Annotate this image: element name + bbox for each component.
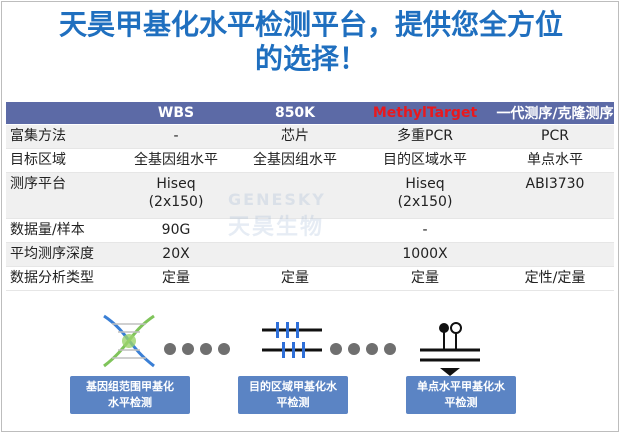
- table-cell: 单点水平: [527, 152, 583, 168]
- table-row: 平均测序深度 20X 1000X: [6, 243, 614, 267]
- table-cell: 1000X: [402, 246, 448, 262]
- table-row: 数据量/样本 90G -: [6, 219, 614, 243]
- table-cell: 定量: [411, 270, 439, 286]
- table-row: 测序平台 Hiseq (2x150) Hiseq (2x150) ABI3730: [6, 173, 614, 219]
- table-cell: 20X: [162, 246, 190, 262]
- flow-dot: [348, 343, 360, 355]
- header-cell-wbs: WBS: [157, 105, 195, 121]
- watermark-en: GENESKY: [228, 190, 326, 209]
- targeted-region-icon: [262, 322, 322, 358]
- table-cell: 芯片: [281, 128, 309, 144]
- table-header: WBS 850K MethylTarget 一代测序/克隆测序: [6, 102, 614, 124]
- table-cell: 90G: [161, 222, 191, 238]
- table-row: 目标区域 全基因组水平 全基因组水平 目的区域水平 单点水平: [6, 149, 614, 173]
- flow-dot: [384, 343, 396, 355]
- workflow-label-site: 单点水平甲基化水平检测: [406, 376, 516, 414]
- table-cell: -: [173, 128, 179, 144]
- table-row: 数据分析类型 定量 定量 定量 定性/定量: [6, 267, 614, 291]
- flow-dots-2: [330, 343, 396, 355]
- flow-dot: [218, 343, 230, 355]
- row-label: 平均测序深度: [10, 246, 94, 262]
- flow-dot: [182, 343, 194, 355]
- row-label: 数据分析类型: [10, 270, 94, 286]
- workflow-label-target: 目的区域甲基化水平检测: [238, 376, 348, 414]
- table-cell: -: [422, 222, 428, 238]
- table-cell: Hiseq (2x150): [397, 176, 453, 210]
- flow-dot: [200, 343, 212, 355]
- table-cell: PCR: [541, 128, 569, 144]
- header-cell-methyltarget: MethylTarget: [372, 105, 478, 121]
- workflow-label-genome: 基因组范围甲基化水平检测: [70, 376, 190, 414]
- header-cell-sanger: 一代测序/克隆测序: [496, 106, 614, 122]
- table-cell: Hiseq (2x150): [148, 176, 204, 210]
- workflow-label-text: 目的区域甲基化水平检测: [249, 380, 337, 409]
- table-cell: 定性/定量: [524, 270, 586, 286]
- watermark-cn: 天昊生物: [228, 215, 325, 240]
- table-cell: 定量: [281, 270, 309, 286]
- flow-dots-1: [164, 343, 230, 355]
- table-cell: 全基因组水平: [134, 152, 218, 168]
- table-cell: [496, 219, 614, 242]
- row-label: 测序平台: [10, 176, 66, 192]
- row-label: 目标区域: [10, 152, 66, 168]
- row-label: 富集方法: [10, 128, 66, 144]
- table-cell: [236, 243, 354, 266]
- table-cell: [496, 243, 614, 266]
- workflow-label-text: 单点水平甲基化水平检测: [417, 380, 505, 409]
- company-watermark: GENESKY 天昊生物: [228, 190, 326, 241]
- page-title: 天昊甲基化水平检测平台，提供您全方位 的选择！: [0, 8, 622, 76]
- header-cell-850k: 850K: [274, 105, 316, 121]
- table-row: 富集方法 - 芯片 多重PCR PCR: [6, 125, 614, 149]
- flow-dot: [366, 343, 378, 355]
- table-cell: ABI3730: [525, 176, 585, 192]
- single-site-icon: [420, 322, 480, 376]
- title-line-2: 的选择！: [254, 42, 367, 75]
- table-cell: 多重PCR: [397, 128, 453, 144]
- table-cell: 目的区域水平: [383, 152, 467, 168]
- row-label: 数据量/样本: [10, 222, 85, 238]
- flow-dot: [164, 343, 176, 355]
- title-line-1: 天昊甲基化水平检测平台，提供您全方位: [58, 8, 563, 41]
- table-cell: 定量: [162, 270, 190, 286]
- flow-dot: [330, 343, 342, 355]
- table-cell: 全基因组水平: [253, 152, 337, 168]
- header-cell-blank: [6, 112, 116, 114]
- dna-helix-icon: [103, 314, 155, 368]
- comparison-table: 富集方法 - 芯片 多重PCR PCR 目标区域 全基因组水平 全基因组水平 目…: [6, 125, 614, 291]
- workflow-label-text: 基因组范围甲基化水平检测: [86, 380, 174, 409]
